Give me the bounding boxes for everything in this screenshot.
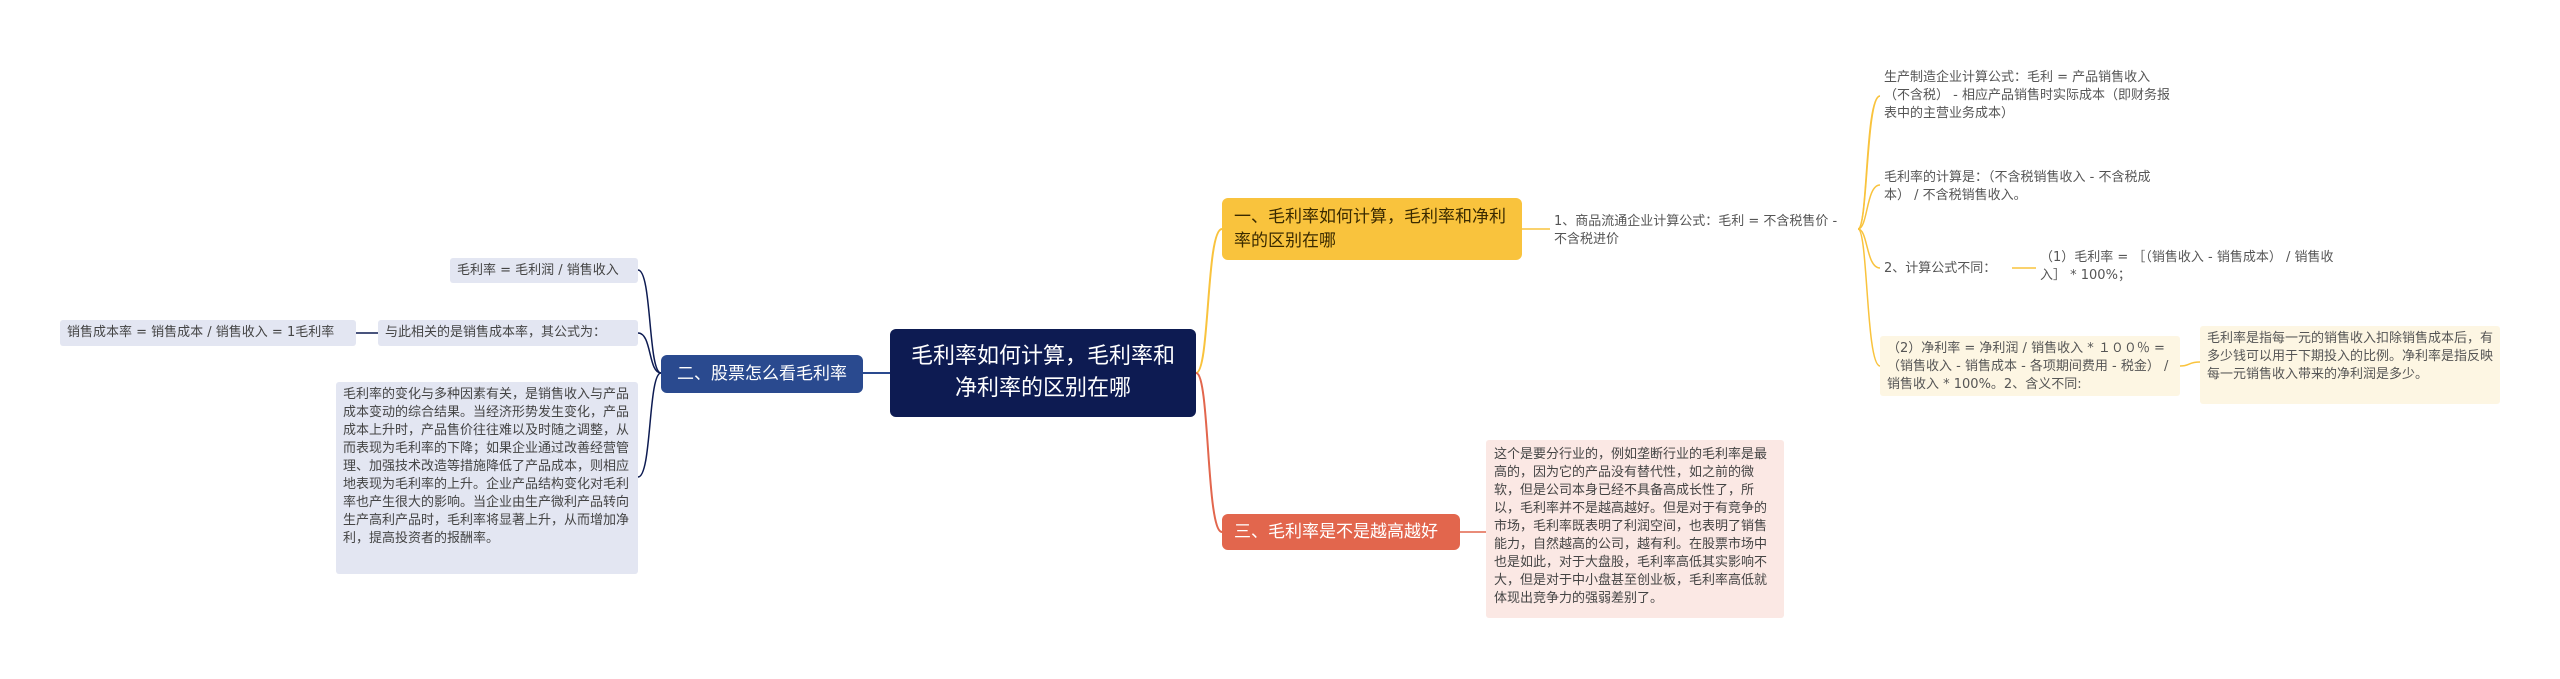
edge-branch2-change — [637, 372, 662, 478]
leaf-industry-text: 这个是要分行业的，例如垄断行业的毛利率是最高的，因为它的产品没有替代性，如之前的… — [1494, 447, 1768, 606]
leaf-industry[interactable]: 这个是要分行业的，例如垄断行业的毛利率是最高的，因为它的产品没有替代性，如之前的… — [1486, 440, 1784, 618]
branch2-title: 二、股票怎么看毛利率 — [677, 364, 847, 384]
edge-child1-bracket — [1857, 95, 1881, 230]
edge-child1-calc — [1857, 184, 1881, 230]
child1-text: 1、商品流通企业计算公式：毛利 = 不含税售价 - 不含税进价 — [1554, 214, 1838, 247]
leaf-production-text: 生产制造企业计算公式：毛利 = 产品销售收入（不含税） - 相应产品销售时实际成… — [1884, 70, 2170, 121]
formula1[interactable]: （1）毛利率 = ［（销售收入 - 销售成本） / 销售收入］ * 100%； — [2036, 246, 2346, 288]
edge-child1-production — [1857, 95, 1881, 230]
edge-center-branch1 — [1195, 228, 1223, 374]
leaf-cost[interactable]: 销售成本率 = 销售成本 / 销售收入 = 1毛利率 — [60, 320, 356, 346]
meaning[interactable]: 毛利率是指每一元的销售收入扣除销售成本后，有多少钱可以用于下期投入的比例。净利率… — [2200, 326, 2500, 404]
leaf-formula-text: 毛利率 = 毛利润 / 销售收入 — [457, 263, 619, 278]
leaf-related-text: 与此相关的是销售成本率，其公式为： — [385, 325, 607, 340]
edge-formula2-meaning — [2179, 361, 2201, 367]
leaf-related[interactable]: 与此相关的是销售成本率，其公式为： — [378, 320, 638, 346]
child2-text: 2、计算公式不同： — [1884, 261, 1997, 276]
leaf-calc-text: 毛利率的计算是：（不含税销售收入 - 不含税成本） / 不含税销售收入。 — [1884, 170, 2151, 203]
branch1-title: 一、毛利率如何计算，毛利率和净利率的区别在哪 — [1234, 207, 1506, 251]
center-text: 毛利率如何计算，毛利率和净利率的区别在哪 — [910, 344, 1175, 401]
leaf-change-text: 毛利率的变化与多种因素有关，是销售收入与产品成本变动的综合结果。当经济形势发生变… — [343, 387, 630, 546]
branch1-child2[interactable]: 2、计算公式不同： — [1880, 257, 2012, 281]
leaf-formula[interactable]: 毛利率 = 毛利润 / 销售收入 — [450, 258, 638, 283]
edge-child1-formula2 — [1857, 228, 1881, 367]
edge-branch2-related — [637, 332, 662, 374]
leaf-calc[interactable]: 毛利率的计算是：（不含税销售收入 - 不含税成本） / 不含税销售收入。 — [1880, 166, 2180, 206]
leaf-cost-text: 销售成本率 = 销售成本 / 销售收入 = 1毛利率 — [67, 325, 335, 340]
center-node[interactable]: 毛利率如何计算，毛利率和净利率的区别在哪 — [890, 329, 1196, 417]
edge-branch2-formula — [637, 269, 662, 374]
edge-center-branch3 — [1195, 372, 1223, 533]
leaf-change[interactable]: 毛利率的变化与多种因素有关，是销售收入与产品成本变动的综合结果。当经济形势发生变… — [336, 382, 638, 574]
branch3-title: 三、毛利率是不是越高越好 — [1234, 522, 1438, 542]
branch1-child1[interactable]: 1、商品流通企业计算公式：毛利 = 不含税售价 - 不含税进价 — [1550, 210, 1858, 250]
formula2[interactable]: （2）净利率 = 净利润 / 销售收入 * １００％ =（销售收入 - 销售成本… — [1880, 336, 2180, 396]
formula1-text: （1）毛利率 = ［（销售收入 - 销售成本） / 销售收入］ * 100%； — [2040, 250, 2334, 283]
branch2-node[interactable]: 二、股票怎么看毛利率 — [661, 355, 863, 393]
leaf-production[interactable]: 生产制造企业计算公式：毛利 = 产品销售收入（不含税） - 相应产品销售时实际成… — [1880, 66, 2180, 126]
meaning-text: 毛利率是指每一元的销售收入扣除销售成本后，有多少钱可以用于下期投入的比例。净利率… — [2207, 331, 2494, 382]
formula2-text: （2）净利率 = 净利润 / 销售收入 * １００％ =（销售收入 - 销售成本… — [1887, 341, 2169, 392]
branch3-node[interactable]: 三、毛利率是不是越高越好 — [1222, 514, 1460, 550]
branch1-node[interactable]: 一、毛利率如何计算，毛利率和净利率的区别在哪 — [1222, 198, 1522, 260]
